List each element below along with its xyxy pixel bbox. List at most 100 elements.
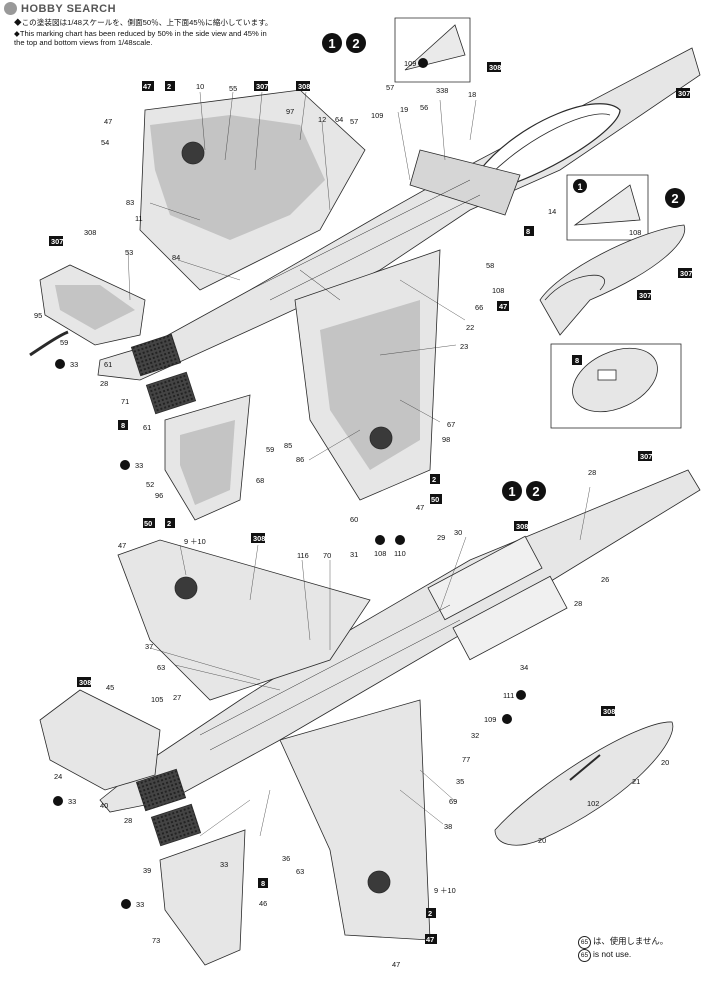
drop-tank-shape: [494, 721, 674, 846]
bottom-roundel-1: [174, 576, 198, 600]
callout-top-c25: 66: [475, 303, 483, 312]
top-stab-lower-camo: [180, 420, 235, 505]
callouts-bottom-lines: [149, 486, 591, 837]
callout-top-c44: 85: [284, 441, 292, 450]
callout-top-c3: 307: [256, 82, 268, 91]
callout-bottom-d18: 34: [520, 663, 528, 672]
footnote-part-number: 65: [578, 936, 591, 949]
callout-top-c52: 2: [432, 475, 436, 484]
bottom-wing-lower: [279, 699, 431, 941]
callout-top-c50: 60: [350, 515, 358, 524]
callout-bottom-d8: 31: [350, 550, 358, 559]
callout-top-c5: 97: [286, 107, 294, 116]
callout-top-c10: 57: [386, 83, 394, 92]
top-stab-upper-camo: [55, 285, 135, 330]
callout-inset-i4: 307: [639, 291, 651, 300]
callout-top-c11: 19: [400, 105, 408, 114]
callout-top-c55: 2: [167, 82, 171, 91]
callout-bottom-d2: 2: [167, 519, 171, 528]
top-canopy: [479, 103, 621, 191]
callout-top-c39: 8: [121, 421, 125, 430]
callout-top-c6: 12: [318, 115, 326, 124]
callout-top-c48: 96: [155, 491, 163, 500]
callout-bottom-d14: 28: [588, 468, 596, 477]
top-nozzle-1: [130, 333, 182, 377]
scale-note-jp: ◆この塗装図は1/48スケールを、側面50％、上下面45％に縮小しています。: [14, 18, 273, 27]
header: HOBBY SEARCH ◆この塗装図は1/48スケールを、側面50％、上下面4…: [4, 2, 424, 48]
bottom-stab-upper: [39, 689, 161, 791]
badge-group-bottom: 1 2: [502, 481, 546, 501]
badge-group-top: 1 2: [322, 33, 366, 53]
callout-bottom-d9: 108: [374, 549, 386, 558]
bottom-stab-lower: [159, 829, 246, 966]
callout-top-c34: 59: [60, 338, 68, 347]
callout-bottom-d19: 111: [503, 691, 514, 700]
callout-bottom-d5: 308: [253, 534, 265, 543]
callout-top-c31: 307: [51, 237, 63, 246]
callout-bottom-d49: 20: [661, 758, 669, 767]
callout-top-c16: 307: [678, 89, 690, 98]
top-wing-lower-camo: [320, 300, 420, 470]
callout-bottom-d3: 47: [118, 541, 126, 550]
callout-bottom-d28: 105: [151, 695, 163, 704]
callout-inset-i3: 307: [680, 269, 692, 278]
callout-top-c38: 71: [121, 397, 129, 406]
refuel-probe: [29, 330, 69, 357]
callout-top-c9: 109: [371, 111, 383, 120]
top-roundel-2: [369, 426, 393, 450]
callout-bottom-d30: 45: [106, 683, 114, 692]
callout-bottom-d6: 116: [297, 551, 309, 560]
callout-bottom-d1: 50: [144, 519, 152, 528]
callout-top-c20: 11: [135, 214, 143, 223]
callout-top-c47: 52: [146, 480, 154, 489]
callout-bottom-d21: 32: [471, 731, 479, 740]
inset-tail-detail: [394, 17, 471, 83]
bottom-roundel-2: [367, 870, 391, 894]
badge-bottom-2: 2: [532, 484, 539, 499]
badge-inset-main: 2: [665, 188, 685, 208]
badge-top-2: 2: [352, 36, 359, 51]
callout-top-c30: 53: [125, 248, 133, 257]
callout-top-c26: 47: [499, 302, 507, 311]
callout-bottom-d4: 9 ＋10: [184, 537, 206, 546]
callout-bottom-d37: 33: [220, 860, 228, 869]
scale-note-en-2: the top and bottom views from 1/48scale.: [14, 38, 153, 47]
callout-top-c18: 54: [101, 138, 109, 147]
callout-bottom-d11: 29: [437, 533, 445, 542]
inset-decal-8: [550, 343, 682, 429]
callout-bottom-d36: 39: [143, 866, 151, 875]
callout-top-c21: 14: [548, 207, 556, 216]
callouts-top: [127, 91, 477, 461]
callout-bottom-d27: 63: [157, 663, 165, 672]
callout-top-c33: 95: [34, 311, 42, 320]
callout-bottom-d39: 63: [296, 867, 304, 876]
callout-top-c8: 57: [350, 117, 358, 126]
callout-bottom-d22: 77: [462, 755, 470, 764]
callout-bottom-d31: 308: [79, 678, 91, 687]
top-view-aircraft: [39, 47, 701, 521]
callout-top-c17: 47: [104, 117, 112, 126]
callout-bottom-d35: 28: [124, 816, 132, 825]
bottom-nozzle-1: [135, 768, 187, 812]
callout-top-c37: 28: [100, 379, 108, 388]
callout-top-c51: 47: [416, 503, 424, 512]
callout-bottom-d52: 20: [538, 836, 546, 845]
badge-bottom-1: 1: [508, 484, 515, 499]
bottom-view-aircraft: [39, 469, 701, 966]
bottom-nozzle-2: [150, 803, 202, 847]
brand-name: HOBBY SEARCH: [21, 2, 117, 15]
callout-bottom-d50: 21: [632, 777, 640, 786]
callout-bottom-d41: 46: [259, 899, 267, 908]
callout-top-c14: 18: [468, 90, 476, 99]
callout-bottom-d33: 33: [68, 797, 76, 806]
callout-top-c49: 68: [256, 476, 264, 485]
callout-bottom-d40: 8: [261, 879, 265, 888]
callout-bottom-d7: 70: [323, 551, 331, 560]
top-roundel-1: [181, 141, 205, 165]
callout-bottom-d24: 69: [449, 797, 457, 806]
callout-bottom-d44: 9 ＋10: [434, 886, 456, 895]
